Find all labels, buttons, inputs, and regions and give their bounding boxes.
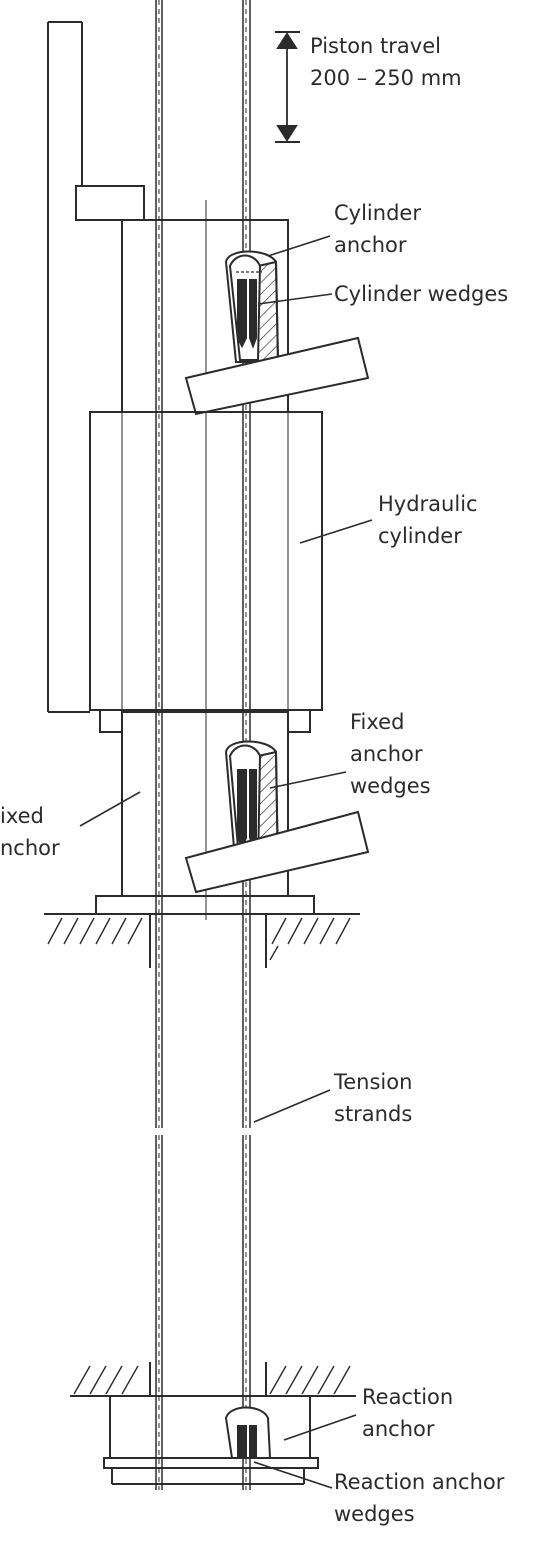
label-tension-strands-line2: strands	[334, 1102, 413, 1126]
label-cylinder-anchor-line2: anchor	[334, 233, 407, 257]
label-cylinder-anchor: Cylinder anchor	[334, 197, 421, 261]
leader-lines	[79, 235, 373, 1489]
hydraulic-cylinder-body	[48, 411, 323, 713]
label-piston-travel: Piston travel 200 – 250 mm	[310, 30, 462, 94]
label-fixed-anchor-wedges-line3: wedges	[350, 774, 431, 798]
label-fixed-anchor: ixed nchor	[0, 800, 60, 864]
upper-ground	[44, 913, 360, 968]
tension-strand-left	[155, 0, 163, 1490]
label-fixed-anchor-line1: ixed	[0, 804, 44, 828]
fixed-anchor-block	[95, 709, 370, 915]
label-fixed-anchor-wedges: Fixed anchor wedges	[350, 706, 431, 802]
label-reaction-anchor-line2: anchor	[362, 1417, 435, 1441]
label-fixed-anchor-wedges-line1: Fixed	[350, 710, 405, 734]
label-reaction-anchor: Reaction anchor	[362, 1381, 453, 1445]
label-reaction-anchor-line1: Reaction	[362, 1385, 454, 1409]
label-hydraulic-cylinder-line1: Hydraulic	[378, 492, 478, 516]
label-fixed-anchor-line2: nchor	[0, 836, 60, 860]
label-tension-strands-line1: Tension	[334, 1070, 413, 1094]
reaction-anchor-block	[103, 1395, 319, 1485]
label-hydraulic-cylinder: Hydraulic cylinder	[378, 488, 478, 552]
label-piston-travel-line2: 200 – 250 mm	[310, 66, 462, 90]
label-tension-strands: Tension strands	[334, 1066, 412, 1130]
label-cylinder-wedges-text: Cylinder wedges	[334, 282, 509, 306]
label-reaction-anchor-wedges-line1: Reaction anchor	[334, 1470, 505, 1494]
piston-travel-arrow	[275, 31, 300, 143]
label-piston-travel-line1: Piston travel	[310, 34, 441, 58]
label-hydraulic-cylinder-line2: cylinder	[378, 524, 462, 548]
lower-ground	[70, 1362, 356, 1397]
label-cylinder-anchor-line1: Cylinder	[334, 201, 421, 225]
label-reaction-anchor-wedges: Reaction anchor wedges	[334, 1466, 504, 1530]
cylinder-anchor-block	[121, 200, 370, 920]
label-fixed-anchor-wedges-line2: anchor	[350, 742, 423, 766]
label-cylinder-wedges: Cylinder wedges	[334, 278, 508, 310]
guide-frame	[47, 21, 145, 712]
label-reaction-anchor-wedges-line2: wedges	[334, 1502, 415, 1526]
